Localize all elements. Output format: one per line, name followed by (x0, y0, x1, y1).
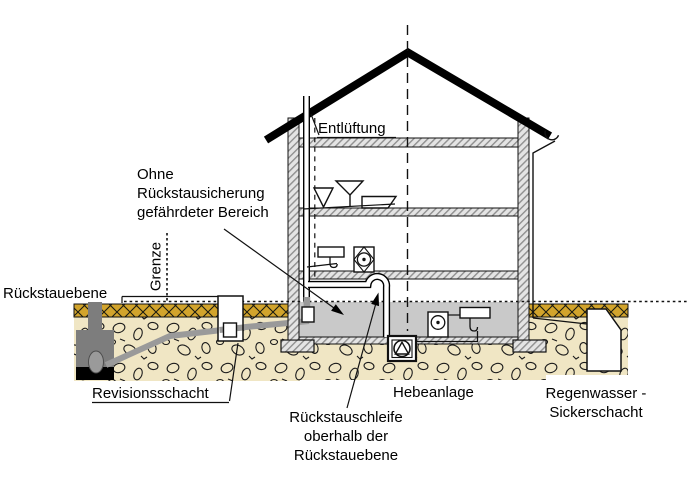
arrowhead-icon (371, 292, 379, 307)
backflow-loop-pipe (308, 272, 391, 337)
inspection-shaft-label: Revisionsschacht (92, 385, 209, 402)
arrowhead-icon (331, 304, 344, 315)
bathtub-icon (361, 195, 398, 209)
surface-reference-line (121, 295, 218, 303)
sink-icon (317, 246, 345, 258)
right-wall (517, 117, 530, 341)
left-wall (287, 117, 300, 341)
sewer-pipe-mouth-icon (88, 350, 104, 374)
roof (263, 47, 553, 144)
public-sewer (76, 302, 114, 380)
rainwater-downpipe (532, 130, 588, 325)
loop-leader (346, 302, 377, 409)
risk-area-leader (223, 228, 335, 309)
right-footing (512, 339, 547, 353)
soakaway-label: Regenwasser - Sickerschacht (545, 385, 647, 421)
gutter-icon (544, 130, 560, 141)
vent-pipe-label: Entlüftung (318, 120, 386, 137)
floor-drain-line (302, 203, 396, 210)
sink-trap-icon (329, 257, 338, 269)
shaft-valve-icon (222, 322, 238, 338)
backflow-loop-label: Rückstauschleife oberhalb der Rückstaueb… (289, 409, 403, 464)
washbasin-icon (312, 187, 335, 209)
stack-base-stub (303, 297, 311, 308)
inspection-leader (228, 342, 239, 402)
drain-stack (301, 96, 315, 323)
backflow-level-label: Rückstauebene (3, 285, 108, 302)
floor-drain-line (306, 262, 338, 268)
basement-drain-pipe (416, 331, 479, 343)
risk-area-label: Ohne Rückstausicherung gefährdeter Berei… (137, 166, 269, 221)
inspection-shaft (217, 295, 244, 342)
sewer-neck (88, 302, 102, 332)
sink-trap-icon (469, 318, 479, 332)
soakaway-shaft (586, 308, 622, 372)
leader-lines (92, 113, 396, 409)
sewer-water (76, 367, 114, 380)
floor-slabs (298, 137, 519, 280)
upper-floor-fixtures (302, 180, 398, 210)
sink-icon (459, 306, 491, 319)
first-floor-fixtures (306, 246, 375, 273)
lifting-station-label: Hebeanlage (393, 384, 474, 401)
basement-fixtures (427, 306, 491, 338)
left-footing (280, 339, 315, 353)
vent-leader (310, 113, 320, 136)
lifting-station (386, 334, 418, 363)
backwater-valve-icon (301, 306, 315, 323)
boundary-label: Grenze (147, 241, 165, 292)
house-walls (287, 117, 530, 341)
pump-icon (393, 339, 411, 358)
washbasin-icon (334, 180, 365, 197)
